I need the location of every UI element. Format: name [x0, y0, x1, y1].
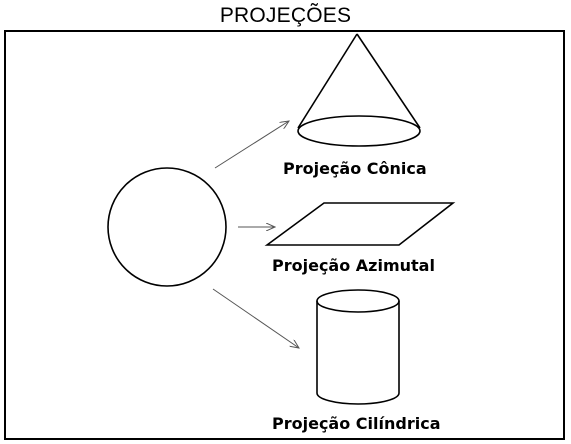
- diagram-frame: [4, 30, 565, 440]
- arrow-to-cylindrical: [212, 288, 299, 348]
- globe-circle: [107, 167, 227, 287]
- cone-shape: [297, 33, 421, 147]
- label-conic-projection: Projeção Cônica: [283, 159, 427, 178]
- arrow-to-conic: [214, 121, 289, 169]
- cylinder-shape: [316, 289, 400, 405]
- label-cylindrical-projection: Projeção Cilíndrica: [272, 414, 441, 433]
- label-azimuthal-projection: Projeção Azimutal: [272, 256, 435, 275]
- diagram-title: PROJEÇÕES: [219, 4, 352, 27]
- plane-shape: [264, 202, 456, 246]
